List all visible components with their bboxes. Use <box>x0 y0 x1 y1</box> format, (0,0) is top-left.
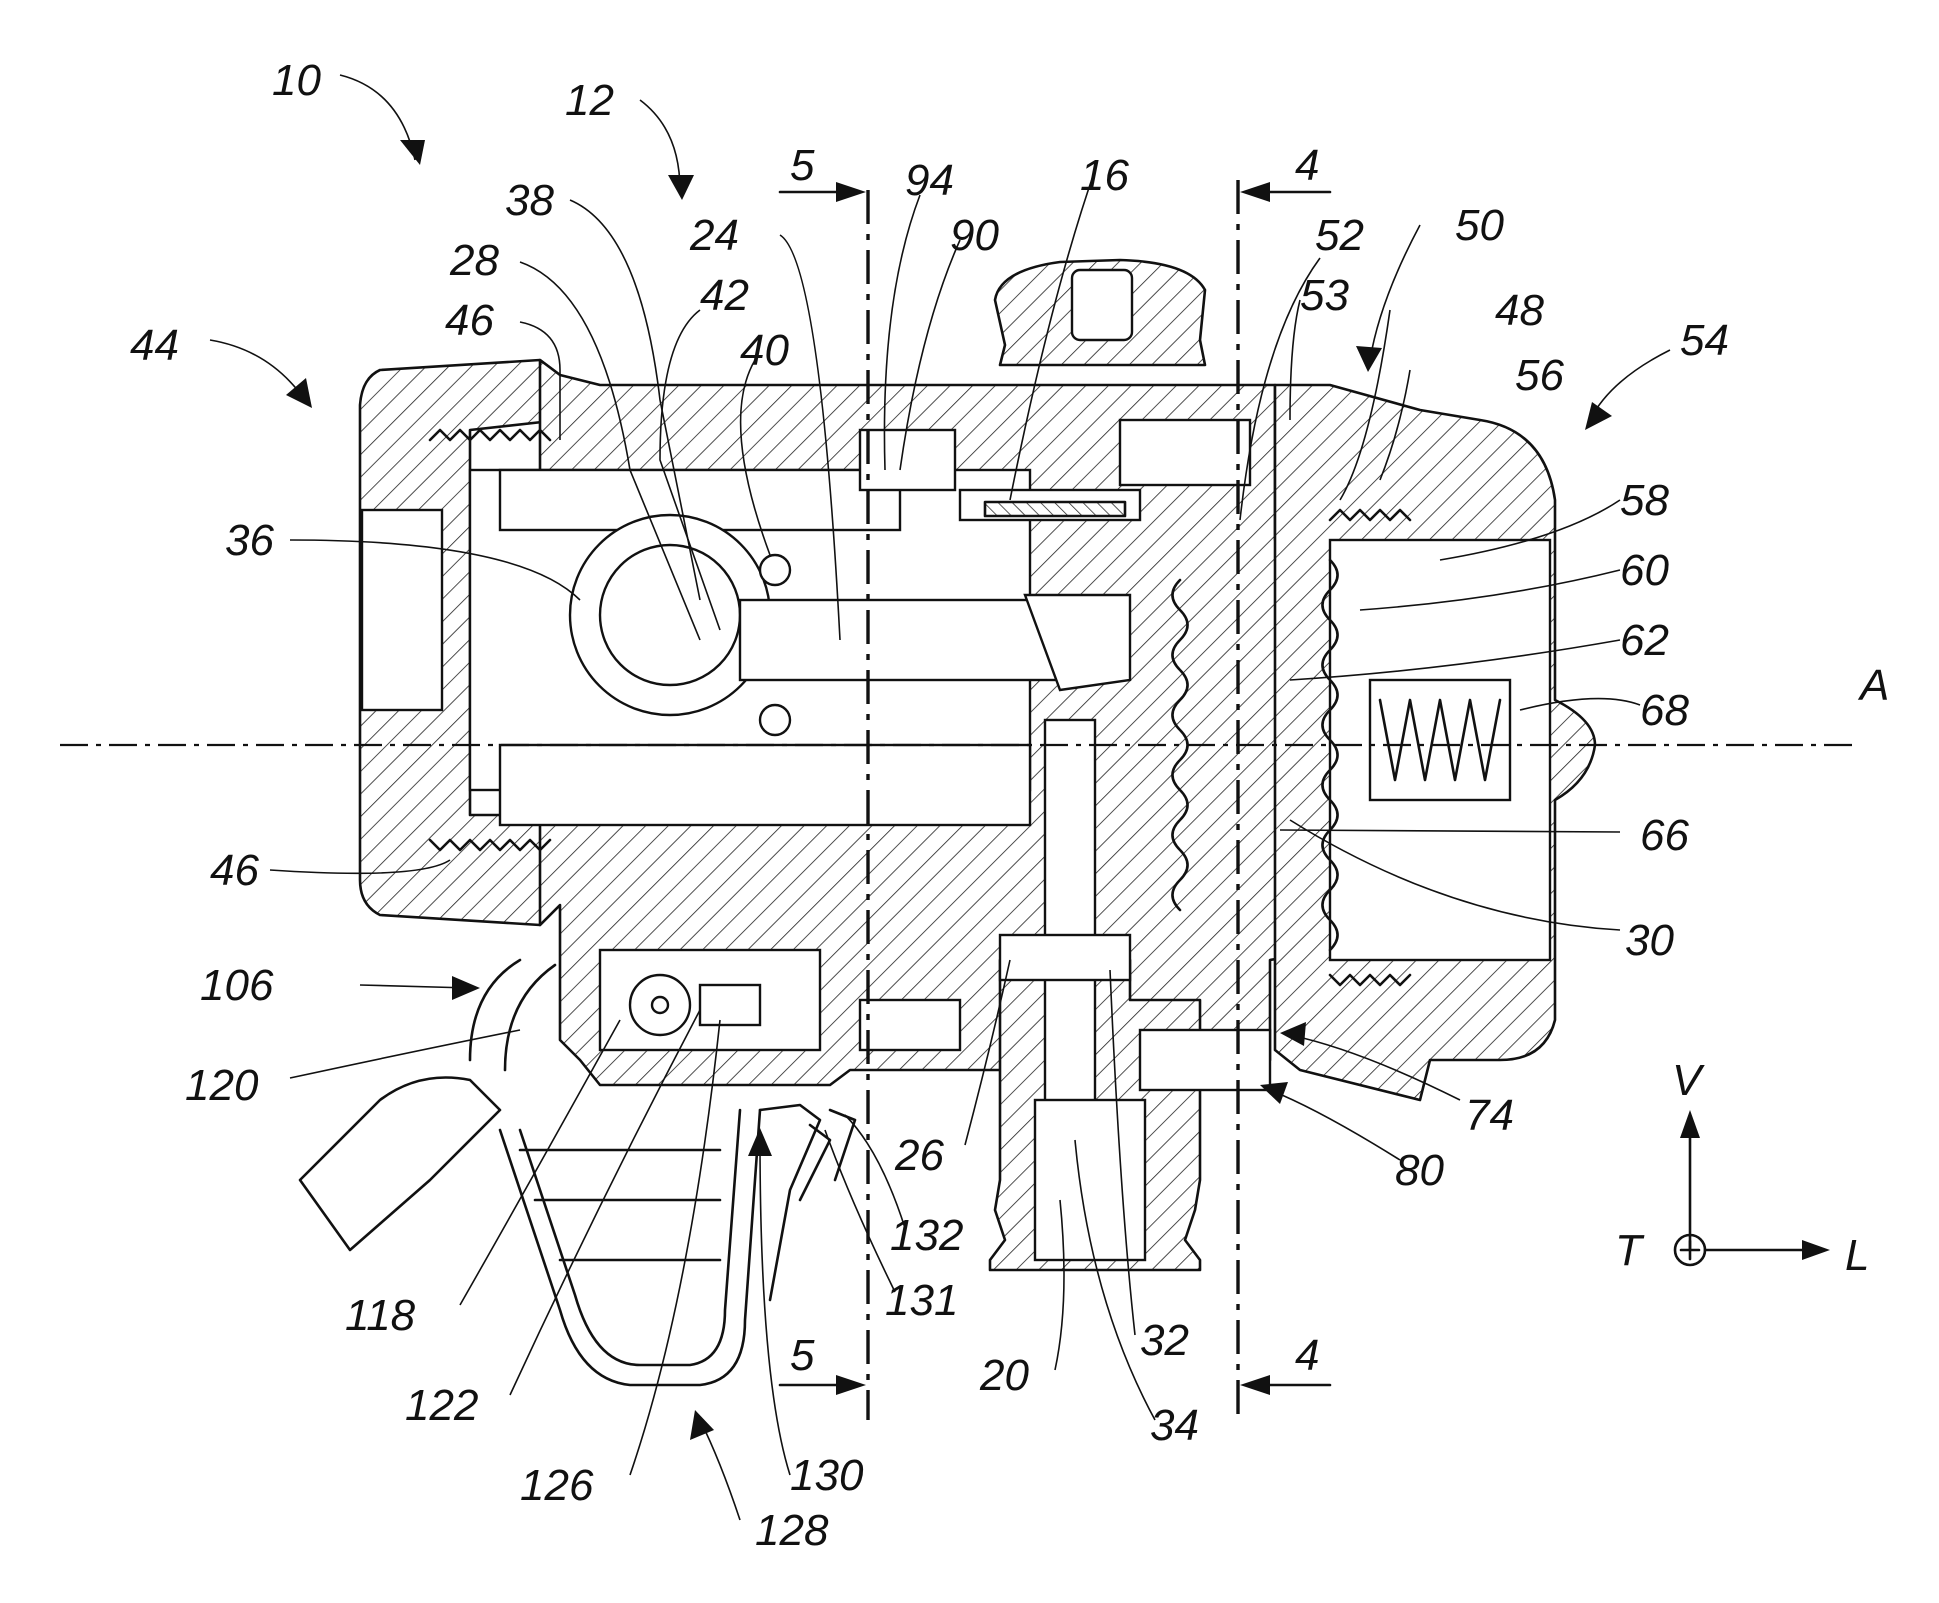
label-132: 132 <box>890 1211 963 1260</box>
label-126: 126 <box>520 1461 594 1510</box>
label-axis-a: A <box>1857 661 1889 710</box>
lever-arc-2 <box>505 965 555 1070</box>
axis-v-arrowhead <box>1680 1110 1700 1138</box>
arrowhead-80 <box>1260 1082 1288 1104</box>
spring-chamber <box>1370 680 1510 800</box>
bail-inner <box>520 1110 740 1365</box>
wire-131 <box>800 1125 830 1200</box>
stem-24 <box>740 600 1060 680</box>
lower-passage <box>500 745 1030 825</box>
label-50: 50 <box>1455 201 1504 250</box>
leader-118 <box>460 1020 620 1305</box>
arrowhead-10 <box>400 140 425 165</box>
leader-120 <box>290 1030 520 1078</box>
label-58: 58 <box>1620 476 1669 525</box>
section-arrowhead-5-top <box>836 182 866 202</box>
label-74: 74 <box>1465 1091 1514 1140</box>
leader-131 <box>825 1130 895 1292</box>
arrowhead-106 <box>452 976 480 1000</box>
label-130: 130 <box>790 1451 864 1500</box>
label-94: 94 <box>905 156 954 205</box>
cavity-top-right <box>1120 420 1250 485</box>
label-52: 52 <box>1315 211 1364 260</box>
label-40: 40 <box>740 326 789 375</box>
axis-t-plus <box>1681 1241 1699 1259</box>
label-122: 122 <box>405 1381 478 1430</box>
leader-10 <box>340 75 415 160</box>
label-53: 53 <box>1300 271 1349 320</box>
label-12: 12 <box>565 76 614 125</box>
arrowhead-12 <box>668 175 694 200</box>
lower-cavity-right <box>1140 1030 1270 1090</box>
label-90: 90 <box>950 211 999 260</box>
pivot-pin <box>652 997 668 1013</box>
label-4-bottom: 4 <box>1295 1331 1319 1380</box>
label-36: 36 <box>225 516 274 565</box>
leader-80 <box>1270 1090 1400 1160</box>
label-16: 16 <box>1080 151 1129 200</box>
label-32: 32 <box>1140 1316 1189 1365</box>
label-56: 56 <box>1515 351 1564 400</box>
o-ring-lower <box>760 705 790 735</box>
pivot-slot-122 <box>700 985 760 1025</box>
label-106: 106 <box>200 961 274 1010</box>
label-44: 44 <box>130 321 179 370</box>
label-26: 26 <box>894 1131 944 1180</box>
label-5-top: 5 <box>790 141 815 190</box>
label-20: 20 <box>979 1351 1029 1400</box>
label-118: 118 <box>345 1291 416 1340</box>
vertical-passage-34 <box>1045 720 1095 1140</box>
label-54: 54 <box>1680 316 1729 365</box>
seal-16-fill <box>985 502 1125 516</box>
axis-l-arrowhead <box>1802 1240 1830 1260</box>
leader-130 <box>760 1140 790 1475</box>
label-30: 30 <box>1625 916 1674 965</box>
section-arrowhead-4-bottom <box>1240 1375 1270 1395</box>
section-arrowhead-4-top <box>1240 182 1270 202</box>
leader-128 <box>700 1420 740 1520</box>
label-24: 24 <box>689 211 739 260</box>
label-120: 120 <box>185 1061 259 1110</box>
leader-50 <box>1370 225 1420 360</box>
label-62: 62 <box>1620 616 1669 665</box>
label-5-bottom: 5 <box>790 1331 815 1380</box>
label-28: 28 <box>449 236 499 285</box>
label-128: 128 <box>755 1506 829 1555</box>
label-68: 68 <box>1640 686 1689 735</box>
label-46-top: 46 <box>445 296 494 345</box>
label-80: 80 <box>1395 1146 1444 1195</box>
label-34: 34 <box>1150 1401 1199 1450</box>
label-48: 48 <box>1495 286 1544 335</box>
arrowhead-128 <box>690 1410 714 1440</box>
label-131: 131 <box>885 1276 958 1325</box>
lever-arc <box>470 960 520 1060</box>
lower-cavity-mid <box>860 1000 960 1050</box>
coordinate-axes <box>1675 1110 1830 1265</box>
o-ring-upper <box>760 555 790 585</box>
label-46-bottom: 46 <box>210 846 259 895</box>
lever-handle-106 <box>300 1078 500 1251</box>
label-60: 60 <box>1620 546 1669 595</box>
label-66: 66 <box>1640 811 1689 860</box>
section-arrowhead-5-bottom <box>836 1375 866 1395</box>
label-axis-l: L <box>1845 1231 1869 1280</box>
left-cap-recess <box>362 510 442 710</box>
label-axis-t: T <box>1615 1226 1645 1275</box>
clip-130 <box>760 1105 820 1300</box>
cavity-90 <box>860 430 955 490</box>
label-axis-v: V <box>1672 1056 1705 1105</box>
label-10: 10 <box>272 56 321 105</box>
knob-slot <box>1072 270 1132 340</box>
arrowhead-130 <box>748 1128 772 1156</box>
leader-126 <box>630 1020 720 1475</box>
label-38: 38 <box>505 176 554 225</box>
arrowhead-50 <box>1356 346 1382 372</box>
label-4-top: 4 <box>1295 141 1319 190</box>
label-42: 42 <box>700 271 749 320</box>
